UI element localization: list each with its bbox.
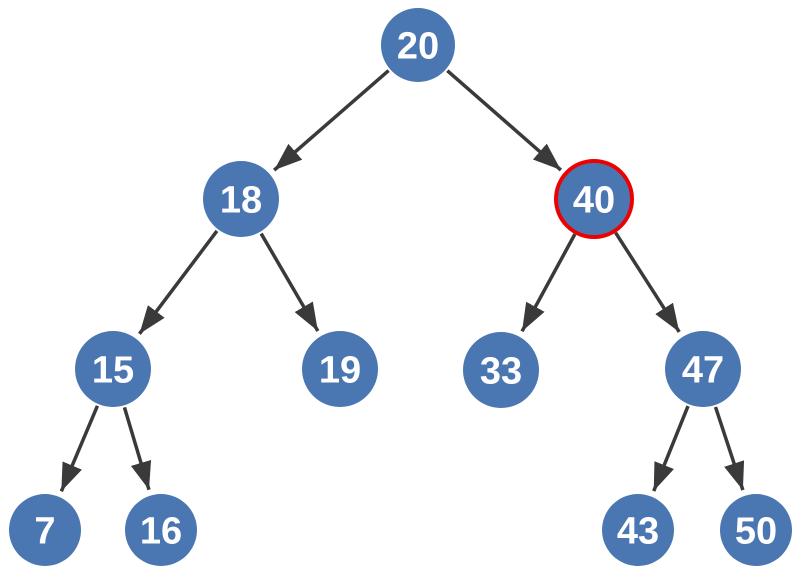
- tree-edge-18-19: [259, 232, 320, 332]
- node-value-label: 20: [397, 26, 439, 68]
- node-circle: [463, 332, 539, 408]
- tree-edge-47-43: [652, 405, 690, 492]
- tree-edge-20-40: [446, 69, 563, 172]
- node-value-label: 43: [617, 511, 659, 553]
- tree-edge-47-50: [713, 406, 745, 491]
- node-value-label: 19: [319, 350, 361, 392]
- tree-edge-40-47: [614, 231, 681, 333]
- node-circle: [602, 494, 674, 566]
- node-circle: [720, 494, 792, 566]
- edges-layer: [59, 69, 745, 492]
- tree-node-20: 20: [381, 8, 455, 82]
- tree-node-15: 15: [75, 331, 151, 407]
- node-value-label: 15: [92, 350, 134, 392]
- node-circle: [75, 331, 151, 407]
- tree-node-33: 33: [463, 332, 539, 408]
- node-value-label: 47: [682, 350, 724, 392]
- node-circle: [9, 494, 81, 566]
- node-value-label: 16: [140, 511, 182, 553]
- node-circle: [203, 161, 279, 237]
- node-value-label: 33: [480, 351, 522, 393]
- tree-node-40: 40: [554, 159, 634, 239]
- node-value-label: 50: [735, 511, 777, 553]
- node-circle: [381, 8, 455, 82]
- node-value-label: 7: [34, 511, 55, 553]
- tree-edge-40-33: [520, 233, 577, 333]
- node-circle: [125, 494, 197, 566]
- node-circle-highlighted: [554, 159, 634, 239]
- tree-node-7: 7: [9, 494, 81, 566]
- nodes-layer: 20 18 40 15 19 33 47 7 16 43 50: [9, 8, 792, 566]
- tree-node-50: 50: [720, 494, 792, 566]
- node-circle: [302, 331, 378, 407]
- tree-node-16: 16: [125, 494, 197, 566]
- tree-node-43: 43: [602, 494, 674, 566]
- node-value-label: 18: [220, 180, 262, 222]
- tree-node-19: 19: [302, 331, 378, 407]
- node-circle: [665, 331, 741, 407]
- tree-edge-18-15: [138, 229, 219, 335]
- node-value-label: 40: [573, 180, 615, 222]
- tree-edge-15-16: [122, 406, 152, 491]
- tree-edge-20-18: [273, 69, 390, 172]
- tree-node-18: 18: [203, 161, 279, 237]
- tree-node-47: 47: [665, 331, 741, 407]
- tree-edge-15-7: [59, 405, 100, 492]
